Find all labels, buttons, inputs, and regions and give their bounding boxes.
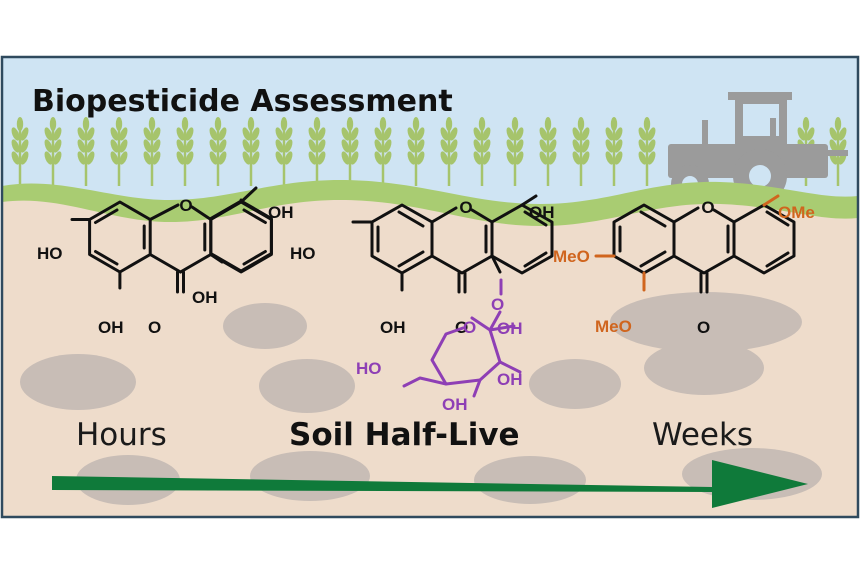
soil-stones [20,292,822,505]
hydroxyl-5: OH [380,318,406,337]
glucose-hydroxyl-2: OH [497,319,523,338]
glucose-hydroxyl-4: OH [442,395,468,414]
figure-frame [0,55,860,519]
methoxy-7: MeO [553,247,590,266]
hydroxyl-5: OH [98,318,124,337]
methoxy-4prime: OMe [778,203,815,222]
hydroxyl-4prime: OH [268,203,294,222]
hydroxyl-7: HO [37,244,63,263]
hydroxyl-4prime: OH [529,203,555,222]
molecule-kaempferol: O OH HO OH OH O [37,186,294,337]
glucose-ring-oxygen: O [463,318,476,337]
methoxy-5: MeO [595,317,632,336]
glycosidic-oxygen: O [491,295,504,314]
page-title: Biopesticide Assessment [32,84,453,119]
carbonyl-oxygen: O [148,318,161,337]
hydroxyl-3: OH [192,288,218,307]
carbonyl-oxygen: O [697,318,710,337]
timeline-end-label: Weeks [652,417,753,453]
arrow-icon [52,460,808,508]
ring-oxygen: O [701,198,714,217]
timeline-start-label: Hours [76,417,167,453]
timeline-center-label: Soil Half-Live [289,417,520,453]
glucose-hydroxyl-3: OH [497,370,523,389]
hydroxyl-7: HO [290,244,316,263]
ring-oxygen: O [179,196,192,215]
molecule-methoxy-flavone: O OMe MeO MeO O [553,194,815,337]
molecule-glucoside: O OH HO OH O O O OH HO OH OH [290,194,555,414]
ring-oxygen: O [459,198,472,217]
glucose-hydroxyl-6: HO [356,359,382,378]
